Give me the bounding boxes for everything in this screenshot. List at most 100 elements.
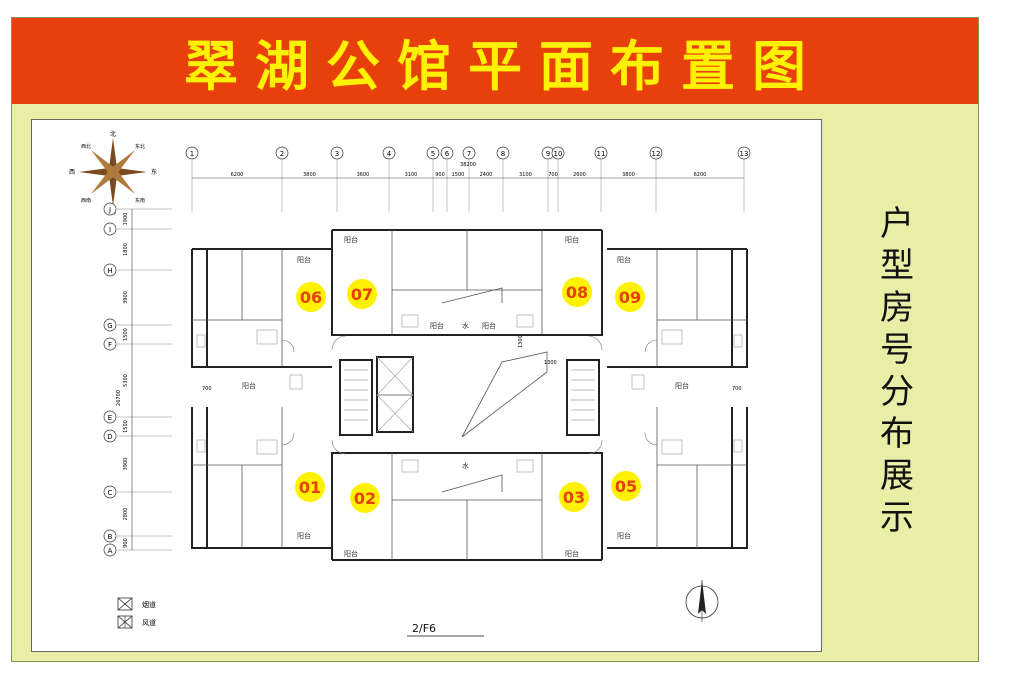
- dim-left-offset: 700: [202, 386, 212, 392]
- axis-col-bubble: [382, 146, 396, 160]
- axis-row-bubble: [103, 485, 117, 499]
- axis-grid: [117, 160, 745, 551]
- dim-row: 1800: [123, 243, 129, 256]
- axis-row-bubble: [103, 529, 117, 543]
- dim-total-vertical: 26700: [116, 390, 122, 406]
- axis-row-bubble: [103, 202, 117, 216]
- axis-col-label: 5: [431, 150, 435, 158]
- room-label: 阳台: [617, 531, 631, 540]
- axis-row-bubble: [103, 318, 117, 332]
- compass-nw: 西北: [81, 143, 91, 150]
- unit-badge-05[interactable]: 05: [611, 471, 641, 501]
- room-label: 阳台: [344, 235, 358, 244]
- axis-col-label: 4: [387, 150, 392, 158]
- room-label: 阳台: [482, 321, 496, 330]
- dim-row: 1900: [123, 213, 129, 226]
- axis-row-label: B: [108, 533, 113, 541]
- room-label: 阳台: [565, 549, 579, 558]
- svg-text:01: 01: [299, 478, 321, 497]
- room-label: 阳台: [297, 255, 311, 264]
- compass-east: 东: [151, 168, 157, 176]
- svg-text:07: 07: [351, 285, 373, 304]
- dim-row: 900: [123, 538, 129, 548]
- dim-total: 38200: [460, 162, 476, 168]
- dim-row: 1500: [123, 328, 129, 341]
- side-caption-char: 布: [880, 414, 914, 454]
- unit-badge-02[interactable]: 02: [350, 483, 380, 513]
- dim-col: 1500: [452, 172, 465, 178]
- side-caption-char: 号: [880, 330, 914, 370]
- compass-rose-icon: 北 南 东 西 西北 东北 西南 东南: [69, 130, 157, 216]
- dim-col: 2400: [480, 172, 493, 178]
- axis-row-bubble: [103, 263, 117, 277]
- room-label: 阳台: [430, 321, 444, 330]
- axis-row-label: A: [108, 547, 113, 555]
- axis-row-label: E: [108, 414, 112, 422]
- axis-col-bubble: [551, 146, 565, 160]
- axis-col-label: 11: [597, 150, 606, 158]
- dim-col: 3100: [405, 172, 418, 178]
- axis-row-label: C: [108, 489, 113, 497]
- dim-lobby: 1300: [544, 360, 557, 366]
- unit-badge-08[interactable]: 08: [562, 277, 592, 307]
- axis-col-bubble: [440, 146, 454, 160]
- compass-ne: 东北: [135, 143, 145, 150]
- axis-row-bubble: [103, 222, 117, 236]
- axis-col-bubble: [185, 146, 199, 160]
- dim-right-offset: 700: [732, 386, 742, 392]
- unit-badge-03[interactable]: 03: [559, 482, 589, 512]
- legend-label-air-duct: 风道: [142, 618, 156, 627]
- building-walls: [191, 229, 748, 561]
- svg-text:06: 06: [300, 288, 322, 307]
- unit-badge-07[interactable]: 07: [347, 279, 377, 309]
- axis-row-label: D: [107, 433, 112, 441]
- axis-row-bubble: [103, 337, 117, 351]
- axis-row-label: H: [107, 267, 112, 275]
- side-caption-char: 示: [880, 498, 914, 538]
- unit-badge-06[interactable]: 06: [296, 282, 326, 312]
- axis-row-bubble: [103, 429, 117, 443]
- axis-row-label: I: [109, 226, 111, 234]
- dim-col: 3600: [357, 172, 370, 178]
- side-caption-char: 户: [880, 204, 914, 244]
- svg-text:03: 03: [563, 488, 585, 507]
- unit-badge-09[interactable]: 09: [615, 282, 645, 312]
- dim-row: 3900: [123, 291, 129, 304]
- dim-col: 6200: [694, 172, 707, 178]
- room-label: 阳台: [344, 549, 358, 558]
- axis-col-bubble: [426, 146, 440, 160]
- side-caption: 户型房号分布展示: [877, 203, 917, 539]
- axis-col-label: 12: [652, 150, 661, 158]
- axis-row-bubble: [103, 410, 117, 424]
- axis-col-label: 10: [554, 150, 563, 158]
- room-label: 水: [462, 321, 469, 330]
- unit-badge-01[interactable]: 01: [295, 472, 325, 502]
- side-caption-char: 房: [880, 288, 914, 328]
- north-arrow-icon: [685, 580, 719, 622]
- axis-col-label: 13: [740, 150, 749, 158]
- dim-col: 3800: [303, 172, 316, 178]
- svg-text:02: 02: [354, 489, 376, 508]
- dim-row: 2800: [123, 508, 129, 521]
- legend-label-flue: 烟道: [142, 600, 156, 609]
- axis-col-label: 6: [445, 150, 450, 158]
- room-label: 阳台: [565, 235, 579, 244]
- axis-col-label: 1: [190, 150, 194, 158]
- axis-row-label: F: [108, 341, 112, 349]
- axis-row-bubble: [103, 543, 117, 557]
- axis-col-bubble: [649, 146, 663, 160]
- dim-row: 5300: [123, 374, 129, 387]
- axis-col-bubble: [737, 146, 751, 160]
- side-caption-char: 分: [880, 372, 914, 412]
- dim-row: 3900: [123, 458, 129, 471]
- side-caption-char: 型: [880, 246, 914, 286]
- axis-col-bubble: [496, 146, 510, 160]
- dim-stair: 1300: [518, 335, 524, 348]
- room-label: 阳台: [675, 381, 689, 390]
- compass-se: 东南: [135, 197, 145, 204]
- svg-text:08: 08: [566, 283, 588, 302]
- unit-badges: 01 02 03 05 06: [295, 277, 645, 513]
- room-label: 阳台: [297, 531, 311, 540]
